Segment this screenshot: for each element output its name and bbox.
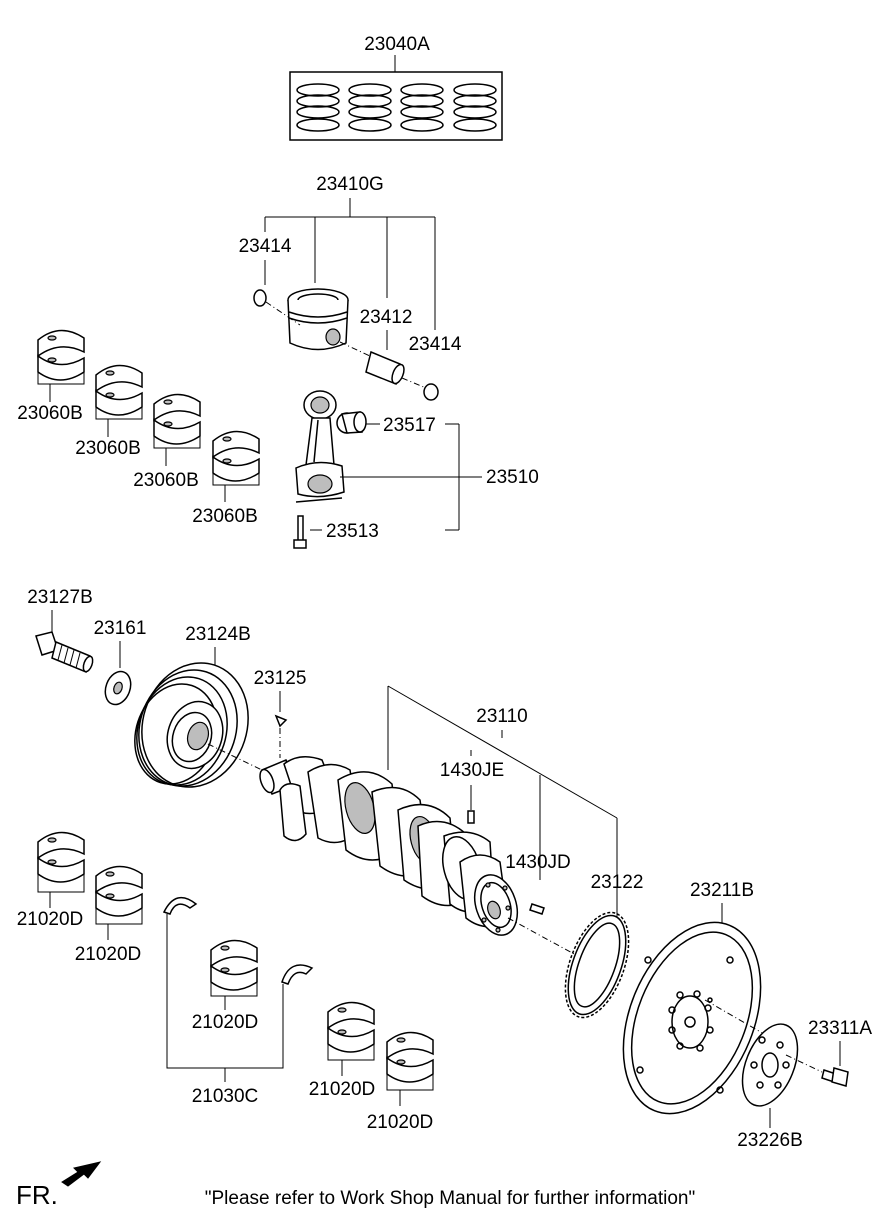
part-label-23513[interactable]: 23513	[326, 521, 379, 542]
adapter-plate[interactable]	[732, 1016, 809, 1114]
rod-bearing-4[interactable]	[212, 430, 260, 486]
main-bearing-2[interactable]	[95, 865, 143, 925]
part-label-23060B-3[interactable]: 23060B	[133, 470, 199, 491]
flexplate-bolt[interactable]	[821, 1067, 849, 1087]
ring-stack-2	[348, 83, 392, 132]
part-label-21030C[interactable]: 21030C	[192, 1086, 259, 1107]
part-label-23060B-1[interactable]: 23060B	[17, 403, 83, 424]
part-label-1430JD[interactable]: 1430JD	[505, 852, 571, 873]
footer-note: "Please refer to Work Shop Manual for fu…	[205, 1188, 695, 1209]
crankshaft[interactable]	[257, 756, 524, 941]
woodruff-key[interactable]	[274, 714, 288, 728]
rod-bearing-1[interactable]	[37, 329, 85, 385]
piston-pin[interactable]	[365, 350, 406, 386]
part-label-21020D-2[interactable]: 21020D	[75, 944, 142, 965]
thrust-washer-bracket	[166, 914, 284, 1082]
main-bearing-1[interactable]	[37, 831, 85, 893]
piston-bracket-lines	[264, 198, 436, 350]
dowel-pin-1430JD[interactable]	[529, 903, 545, 915]
connecting-rod-leaders	[310, 423, 482, 531]
part-label-23414-right[interactable]: 23414	[409, 334, 462, 355]
part-label-23211B[interactable]: 23211B	[690, 880, 754, 901]
thrust-washer-right[interactable]	[281, 964, 314, 985]
part-label-21020D-4[interactable]: 21020D	[309, 1079, 376, 1100]
ring-stack-3	[400, 83, 444, 132]
dowel-pin-1430JE[interactable]	[467, 810, 475, 824]
rod-bearing-2[interactable]	[95, 364, 143, 420]
part-label-23517[interactable]: 23517	[383, 415, 436, 436]
ring-stack-4	[453, 83, 497, 132]
main-bearing-3[interactable]	[210, 939, 258, 997]
connecting-rod[interactable]	[295, 390, 345, 503]
part-label-23161[interactable]: 23161	[94, 618, 147, 639]
piston[interactable]	[287, 288, 349, 351]
part-label-23311A[interactable]: 23311A	[808, 1018, 872, 1039]
part-label-23410G[interactable]: 23410G	[316, 174, 384, 195]
part-label-23060B-4[interactable]: 23060B	[192, 506, 258, 527]
part-label-23226B[interactable]: 23226B	[737, 1130, 803, 1151]
ring-stack-1	[296, 83, 340, 132]
part-label-21020D-5[interactable]: 21020D	[367, 1112, 434, 1133]
part-label-23125[interactable]: 23125	[254, 668, 307, 689]
part-label-23124B[interactable]: 23124B	[185, 624, 251, 645]
piston-ring-set[interactable]	[289, 55, 503, 141]
rod-bolt[interactable]	[293, 515, 307, 549]
crankshaft-pulley[interactable]	[122, 649, 264, 801]
part-label-23510[interactable]: 23510	[486, 467, 539, 488]
part-label-21020D-1[interactable]: 21020D	[17, 909, 84, 930]
part-label-23127B[interactable]: 23127B	[27, 587, 93, 608]
part-label-23060B-2[interactable]: 23060B	[75, 438, 141, 459]
thrust-washer-left[interactable]	[162, 896, 198, 915]
ring-gear[interactable]	[553, 904, 641, 1026]
main-bearing-4[interactable]	[327, 1001, 375, 1061]
crankshaft-bracket-lines	[387, 685, 618, 925]
part-label-23110[interactable]: 23110	[476, 706, 527, 727]
main-bearing-5[interactable]	[386, 1031, 434, 1091]
part-label-23122[interactable]: 23122	[591, 872, 644, 893]
rod-bearing-3[interactable]	[153, 393, 201, 449]
small-end-bushing[interactable]	[336, 411, 367, 434]
snap-ring-left[interactable]	[253, 289, 267, 307]
part-label-21020D-3[interactable]: 21020D	[192, 1012, 259, 1033]
part-label-23412[interactable]: 23412	[360, 307, 413, 328]
pulley-bolt[interactable]	[35, 631, 94, 674]
drive-plate[interactable]	[597, 902, 787, 1134]
arrow-icon	[61, 1161, 102, 1187]
part-label-1430JE[interactable]: 1430JE	[440, 760, 504, 781]
snap-ring-right[interactable]	[423, 383, 439, 401]
part-label-23414-left[interactable]: 23414	[239, 236, 292, 257]
front-orientation-label: FR.	[16, 1180, 58, 1210]
part-label-23040A[interactable]: 23040A	[364, 34, 430, 55]
pulley-washer[interactable]	[101, 668, 135, 708]
